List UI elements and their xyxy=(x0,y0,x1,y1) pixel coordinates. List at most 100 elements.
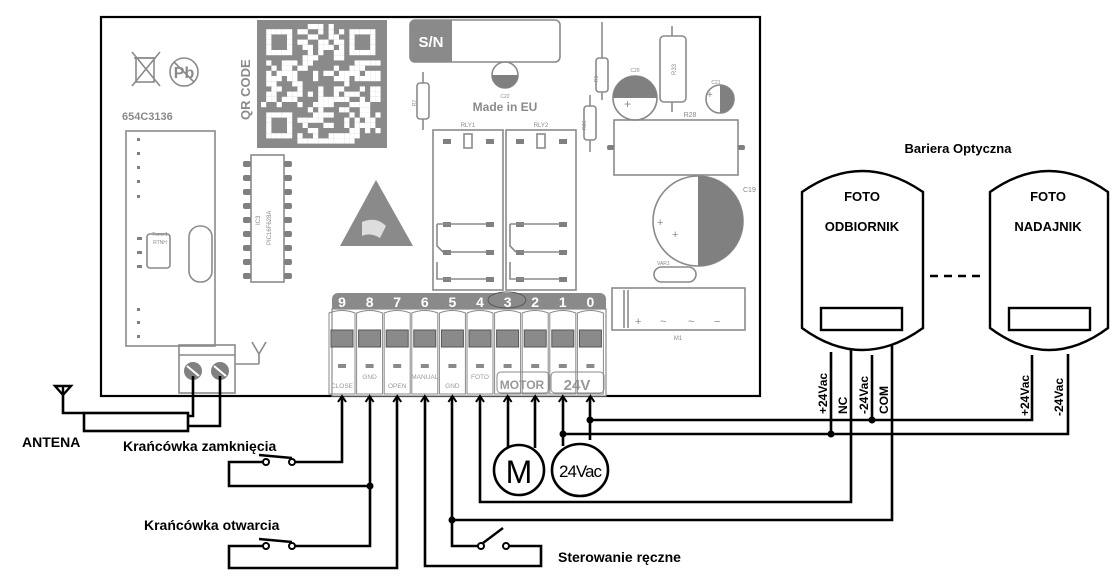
terminal-screw[interactable] xyxy=(578,329,602,348)
terminal-slot[interactable] xyxy=(356,310,384,395)
terminal-slot[interactable] xyxy=(549,310,577,395)
ic-pin xyxy=(243,259,251,265)
ic-pin xyxy=(284,231,292,237)
m1-mark: ~ xyxy=(688,316,694,328)
terminal-label: MANUAL xyxy=(411,374,438,381)
r1-label: R1 xyxy=(594,75,600,82)
terminal-screw[interactable] xyxy=(358,329,382,348)
radio-module: Tuner1 RTNH xyxy=(125,130,216,347)
var1-label: VAR1 xyxy=(657,261,670,267)
terminal-pad xyxy=(503,364,512,368)
limit-open-label: Krańcówka otwarcia xyxy=(144,517,280,533)
ic-pin xyxy=(284,259,292,265)
qr-code xyxy=(257,20,387,148)
terminal-number: 2 xyxy=(531,294,539,310)
ic-pin xyxy=(243,273,251,279)
manual-label: Sterowanie ręczne xyxy=(558,549,681,565)
barrier-title: Bariera Optyczna xyxy=(905,141,1013,156)
terminal-pad xyxy=(531,364,540,368)
c20-label: C20 xyxy=(630,68,639,74)
terminal-label: CLOSE xyxy=(331,383,354,390)
sn-label: S/N xyxy=(418,34,443,51)
terminal-slot[interactable] xyxy=(383,310,411,395)
serial-number-box: S/N xyxy=(409,19,561,63)
ic-pin xyxy=(284,217,292,223)
ic-pin xyxy=(284,161,292,167)
ic-pin xyxy=(284,273,292,279)
terminal-number: 6 xyxy=(421,294,429,310)
relay-rly2: RLY2 xyxy=(505,123,577,291)
rly1-label: RLY1 xyxy=(461,123,476,129)
main-terminal-block: MOTOR 24V 9CLOSE8GND7OPEN6MANUAL5GND4FOT… xyxy=(328,291,607,403)
terminal-screw[interactable] xyxy=(385,329,409,348)
terminal-slot[interactable] xyxy=(521,310,549,395)
supply-label: 24Vac xyxy=(559,462,602,481)
svg-text:+: + xyxy=(657,217,663,229)
terminal-slot[interactable] xyxy=(576,310,604,395)
terminal-number: 4 xyxy=(476,294,484,310)
terminal-slot[interactable] xyxy=(411,310,439,395)
terminal-screw[interactable] xyxy=(551,329,575,348)
terminal-screw[interactable] xyxy=(468,329,492,348)
tuner-part: RTNH xyxy=(153,240,167,246)
terminal-slot[interactable] xyxy=(466,310,494,395)
resistor-r28: R28 xyxy=(607,112,745,176)
bridge-rectifier-m1: + ~ ~ − M1 xyxy=(611,287,746,342)
terminal-screw[interactable] xyxy=(496,329,520,348)
m1-mark: ~ xyxy=(660,316,666,328)
terminal-pad xyxy=(448,364,457,368)
terminal-pad xyxy=(365,364,374,368)
antenna-cable xyxy=(82,411,190,433)
c19-label: C19 xyxy=(743,187,756,194)
terminal-label: OPEN xyxy=(388,383,407,390)
weee-bin-icon xyxy=(131,51,161,87)
terminal-number: 1 xyxy=(559,294,567,310)
terminal-label: FOTO xyxy=(471,374,489,381)
terminal-number: 8 xyxy=(366,294,374,310)
photo-transmitter: FOTO NADAJNIK xyxy=(988,169,1110,352)
qr-label: QR CODE xyxy=(238,59,253,120)
terminal-screw[interactable] xyxy=(330,329,354,348)
limit-switch-close xyxy=(258,453,296,466)
resistors xyxy=(416,22,687,152)
lead-free-icon: Pb xyxy=(169,57,199,87)
terminal-slot[interactable] xyxy=(328,310,356,395)
manual-switch xyxy=(477,527,510,550)
terminal-pad xyxy=(586,364,595,368)
wires xyxy=(61,329,1070,570)
tuner-ref: Tuner1 xyxy=(152,232,168,238)
terminal-screw[interactable] xyxy=(413,329,437,348)
terminal-number: 7 xyxy=(393,294,401,310)
ic-pin xyxy=(243,175,251,181)
varistor-var1: VAR1 xyxy=(653,261,697,283)
svg-text:+: + xyxy=(707,90,713,101)
terminal-screw[interactable] xyxy=(523,329,547,348)
terminal-pad xyxy=(338,364,346,368)
ic-pin xyxy=(243,189,251,195)
r33-label: R33 xyxy=(672,63,678,75)
limit-close-label: Krańcówka zamknięcia xyxy=(123,438,277,454)
receiver-pin-label: COM xyxy=(877,386,891,414)
receiver-line1: FOTO xyxy=(844,189,880,204)
terminal-slot[interactable] xyxy=(494,310,522,395)
microcontroller-ic: IC3 PIC16F628A xyxy=(243,154,292,283)
terminal-pad xyxy=(393,364,402,368)
ic-pin xyxy=(284,175,292,181)
r7-label: R7 xyxy=(412,99,418,106)
receiver-pin-label: +24Vac xyxy=(816,373,830,414)
ic-pin xyxy=(243,203,251,209)
junction-dot xyxy=(868,416,876,424)
junction-dot xyxy=(366,482,374,490)
part-number: 654C3136 xyxy=(122,111,173,123)
terminal-number: 0 xyxy=(587,294,595,310)
terminal-slot[interactable] xyxy=(438,310,466,395)
svg-text:+: + xyxy=(672,229,678,241)
motor-label: M xyxy=(506,454,533,490)
ic-pin xyxy=(243,161,251,167)
junction-dot xyxy=(559,430,567,438)
antenna-icon xyxy=(52,384,74,397)
capacitor-c21: + C21 xyxy=(705,80,735,114)
terminal-screw[interactable] xyxy=(440,329,464,348)
rly2-label: RLY2 xyxy=(534,123,549,129)
